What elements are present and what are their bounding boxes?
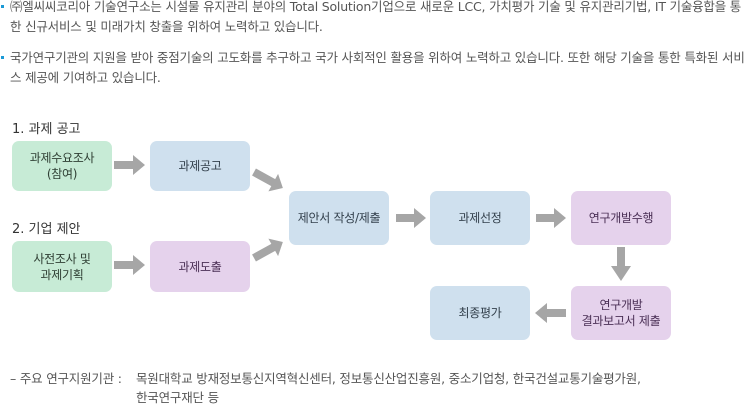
footnote-line-2: 한국연구재단 등 [136, 390, 219, 405]
node-task-notice: 과제공고 [150, 141, 250, 191]
node-selection: 과제선정 [430, 191, 530, 245]
node-proposal: 제안서 작성/제출 [289, 191, 389, 245]
arrow-right-icon [396, 208, 426, 228]
arrow-right-icon [114, 155, 145, 175]
bullet-marker [1, 56, 4, 59]
intro-paragraph-1: ㈜엘씨씨코리아 기술연구소는 시설물 유지관리 분야의 Total Soluti… [0, 0, 748, 37]
footnote-line-1: 목원대학교 방재정보통신지역혁신센터, 정보통신산업진흥원, 중소기업청, 한국… [136, 371, 641, 386]
arrow-right-icon [114, 255, 145, 275]
section-label-company-proposal: 2. 기업 제안 [12, 222, 81, 237]
arrow-diagonal-down-icon [252, 168, 283, 192]
intro-paragraph-2: 국가연구기관의 지원을 받아 중점기술의 고도화를 추구하고 국가 사회적인 활… [0, 48, 748, 88]
node-final-eval: 최종평가 [430, 286, 530, 340]
node-report: 연구개발 결과보고서 제출 [571, 286, 671, 340]
node-demand-survey: 과제수요조사 (참여) [12, 141, 112, 191]
node-rnd: 연구개발수행 [571, 191, 671, 245]
section-label-task-notice: 1. 과제 공고 [12, 122, 81, 137]
arrow-down-icon [611, 247, 631, 281]
arrow-right-icon [536, 208, 566, 228]
footnote-label: – 주요 연구지원기관 : [10, 371, 122, 386]
node-task-derivation: 과제도출 [150, 241, 250, 292]
arrow-left-icon [535, 303, 566, 323]
bullet-marker [1, 5, 4, 8]
node-pre-survey: 사전조사 및 과제기획 [12, 241, 112, 292]
arrow-diagonal-up-icon [252, 238, 283, 262]
